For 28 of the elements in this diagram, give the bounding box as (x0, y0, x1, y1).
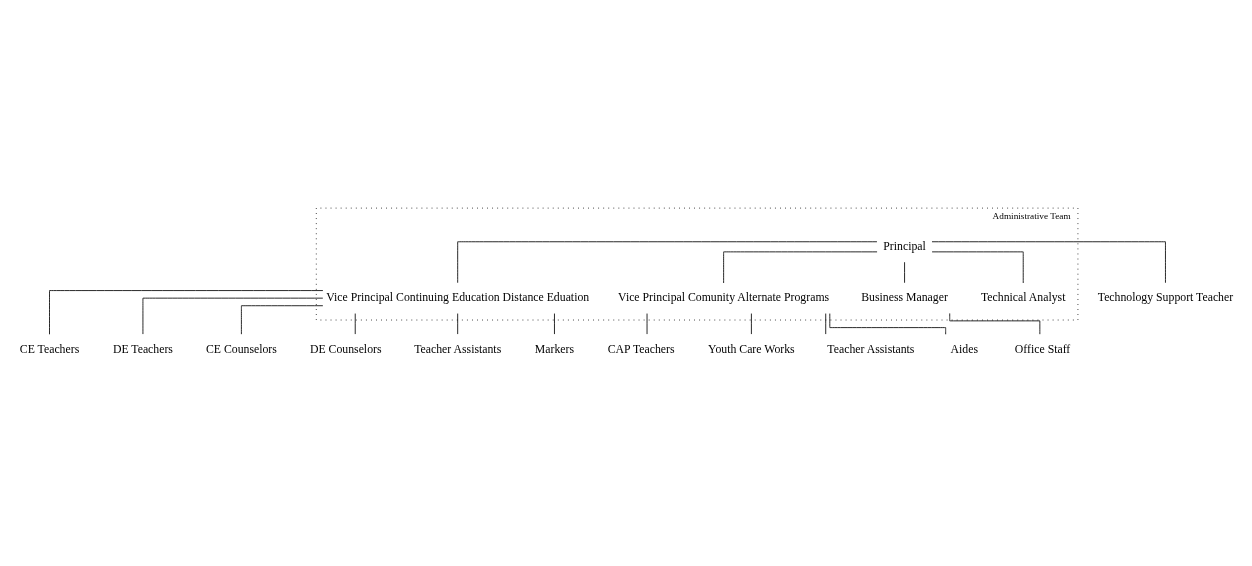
node-text: CAP Teachers (607, 342, 675, 356)
connector (829, 313, 947, 335)
node-text: Business Manager (861, 291, 948, 305)
node-text: Aides (950, 342, 979, 356)
node-text: Markers (534, 342, 575, 356)
node-text: Vice Principal Continuing Education Distance Eduation (326, 291, 590, 305)
connector (241, 305, 324, 335)
connector (457, 313, 459, 335)
connector (723, 251, 878, 284)
connector (751, 313, 752, 335)
connector (554, 313, 555, 335)
connector (825, 313, 827, 335)
node-text: Technology Support Teacher (1097, 291, 1234, 305)
node-text: Office Staff (1014, 342, 1071, 356)
connector (904, 261, 905, 284)
node-text: CE Counselors (205, 342, 277, 356)
node-text: Technical Analyst (981, 291, 1066, 305)
node-text: Teacher Assistants (414, 342, 502, 356)
node-text: Youth Care Works (708, 342, 795, 356)
node-text: DE Counselors (309, 342, 382, 356)
node-text: CE Teachers (19, 342, 80, 356)
connector (457, 241, 878, 284)
connector (49, 290, 324, 335)
node-text: DE Teachers (112, 342, 173, 356)
node-text: Teacher Assistants (827, 342, 915, 356)
node-text: Principal (883, 239, 926, 253)
node-text: Vice Principal Comunity Alternate Programs (618, 291, 830, 305)
connector (931, 241, 1166, 284)
